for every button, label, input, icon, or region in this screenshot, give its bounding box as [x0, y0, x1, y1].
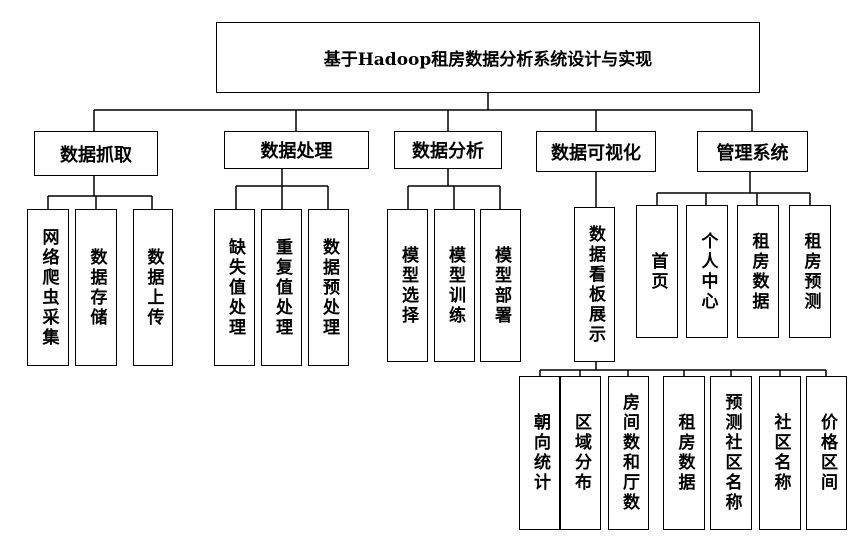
leaf-label: 区域分布 [571, 413, 591, 493]
leaf-label: 房间数和厅数 [619, 393, 639, 513]
leaf-node: 缺失值处理 [214, 209, 255, 366]
module-data-crawl: 数据抓取 [34, 131, 158, 176]
leaf-label: 预测社区名称 [721, 393, 742, 513]
module-data-visualization: 数据可视化 [536, 131, 656, 172]
dashboard-node: 数据看板展示 [574, 207, 615, 362]
leaf-label: 数据预处理 [319, 237, 339, 338]
leaf-node: 首页 [636, 205, 678, 338]
leaf-label: 缺失值处理 [225, 237, 245, 338]
leaf-node: 社区名称 [759, 376, 801, 530]
leaf-label: 模型部署 [491, 245, 511, 326]
leaf-node: 模型部署 [480, 209, 521, 362]
leaf-label: 社区名称 [770, 413, 791, 493]
leaf-label: 模型选择 [398, 245, 418, 326]
module-data-analysis: 数据分析 [394, 131, 502, 169]
leaf-node: 租房数据 [737, 205, 779, 338]
leaf-label: 个人中心 [697, 231, 718, 312]
leaf-label: 数据存储 [86, 247, 107, 328]
leaf-node: 价格区间 [806, 376, 847, 530]
leaf-node: 租房预测 [789, 205, 831, 338]
leaf-node: 区域分布 [560, 376, 601, 530]
leaf-label: 重复值处理 [272, 237, 292, 338]
root-node-label: 基于Hadoop租房数据分析系统设计与实现 [323, 50, 653, 70]
module-label: 数据可视化 [551, 142, 641, 164]
leaf-label: 朝向统计 [530, 413, 550, 493]
module-label: 数据分析 [412, 141, 484, 162]
module-label: 管理系统 [716, 142, 789, 164]
leaf-node: 网络爬虫采集 [27, 209, 69, 366]
leaf-node: 数据上传 [133, 209, 173, 366]
leaf-label: 网络爬虫采集 [38, 227, 59, 348]
leaf-label: 租房数据 [748, 231, 769, 312]
leaf-label: 价格区间 [817, 413, 837, 493]
leaf-node: 租房数据 [663, 376, 705, 530]
leaf-label: 数据看板展示 [585, 224, 605, 345]
module-management-system: 管理系统 [697, 131, 808, 172]
leaf-label: 数据上传 [143, 247, 164, 328]
leaf-label: 租房预测 [800, 231, 821, 312]
leaf-node: 数据存储 [75, 209, 117, 366]
leaf-node: 预测社区名称 [710, 376, 752, 530]
leaf-node: 模型训练 [434, 209, 475, 362]
leaf-node: 房间数和厅数 [608, 376, 649, 530]
leaf-node: 个人中心 [686, 205, 728, 338]
leaf-label: 首页 [647, 251, 668, 292]
leaf-node: 数据预处理 [308, 209, 349, 366]
module-data-processing: 数据处理 [224, 131, 369, 169]
module-label: 数据抓取 [60, 144, 132, 166]
leaf-node: 朝向统计 [519, 376, 560, 530]
module-label: 数据处理 [260, 141, 333, 162]
leaf-label: 模型训练 [445, 245, 465, 326]
leaf-node: 重复值处理 [261, 209, 302, 366]
leaf-label: 租房数据 [674, 413, 695, 493]
leaf-node: 模型选择 [387, 209, 428, 362]
root-node: 基于Hadoop租房数据分析系统设计与实现 [216, 22, 760, 93]
